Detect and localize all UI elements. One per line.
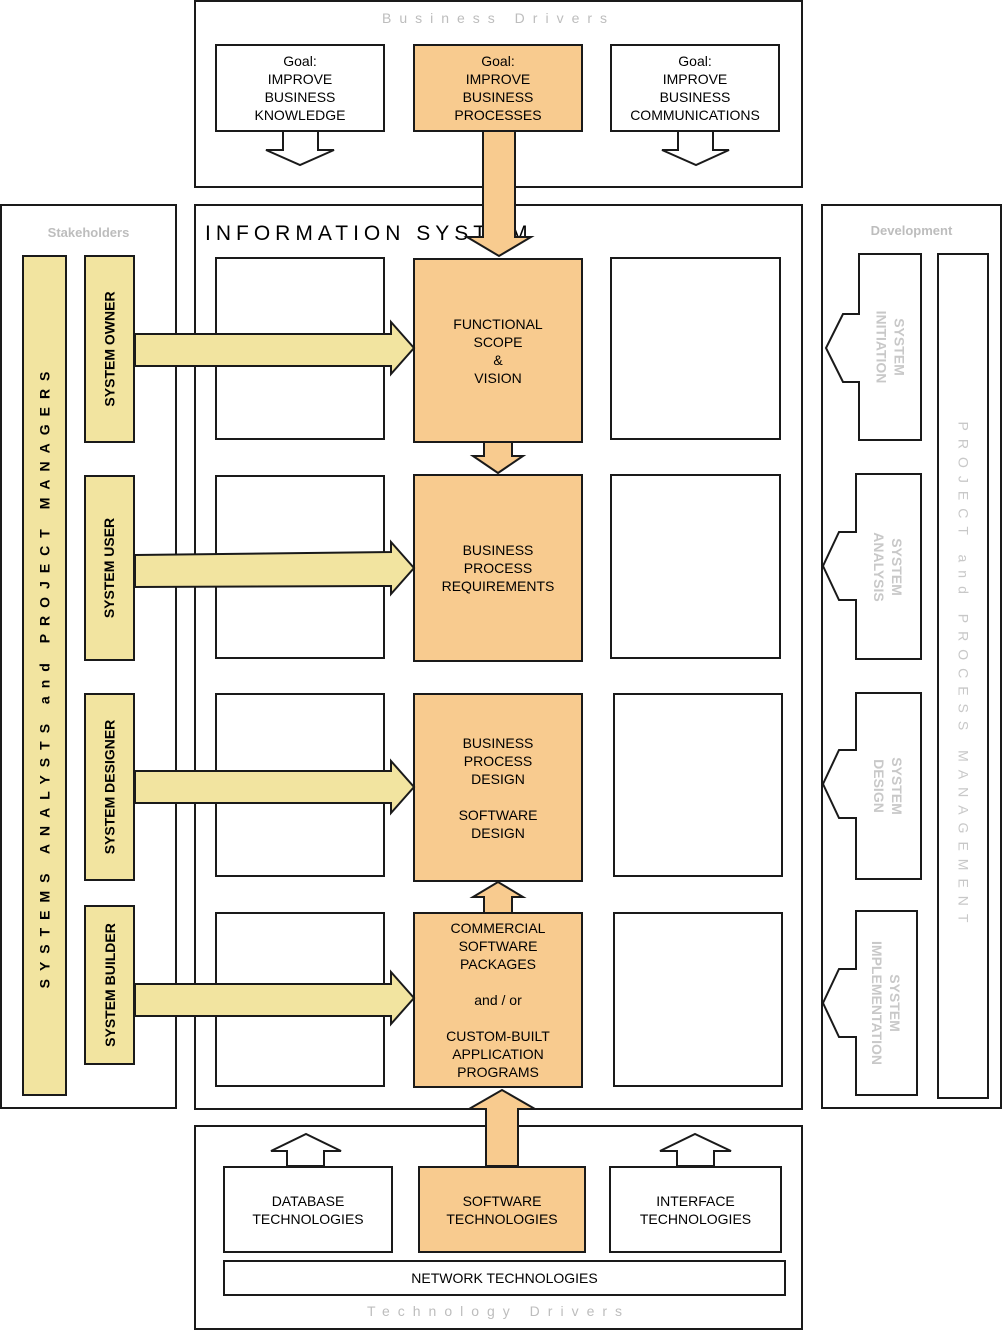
systems-analysts-bar <box>22 255 67 1096</box>
software-packages-programs: COMMERCIAL SOFTWARE PACKAGES and / or CU… <box>413 912 583 1088</box>
role-system-user-label: SYSTEM USER <box>101 517 118 619</box>
goal-business-communications: Goal: IMPROVE BUSINESS COMMUNICATIONS <box>610 44 780 132</box>
knowledge-cell-3 <box>215 693 385 877</box>
knowledge-cell-4 <box>215 912 385 1087</box>
role-system-owner-label: SYSTEM OWNER <box>101 291 118 407</box>
development-title: Development <box>870 223 953 238</box>
role-system-builder-label: SYSTEM BUILDER <box>101 923 118 1047</box>
role-system-user <box>84 475 135 661</box>
interface-technologies: INTERFACE TECHNOLOGIES <box>609 1166 782 1253</box>
communications-cell-3 <box>613 693 783 877</box>
software-technologies: SOFTWARE TECHNOLOGIES <box>418 1166 586 1253</box>
business-process-requirements: BUSINESS PROCESS REQUIREMENTS <box>413 474 583 662</box>
phase-system-analysis-text: SYSTEM ANALYSIS <box>871 531 906 602</box>
project-process-management-label: PROJECT and PROCESS MANAGEMENT <box>955 421 972 931</box>
database-technologies: DATABASE TECHNOLOGIES <box>223 1166 393 1253</box>
knowledge-cell-1 <box>215 257 385 440</box>
business-process-software-design: BUSINESS PROCESS DESIGN SOFTWARE DESIGN <box>413 693 583 882</box>
project-process-management-bar <box>937 253 989 1099</box>
stakeholders-title: Stakeholders <box>47 225 130 240</box>
phase-system-design-text: SYSTEM DESIGN <box>870 757 905 815</box>
knowledge-cell-2 <box>215 475 385 659</box>
communications-cell-4 <box>613 912 783 1087</box>
goal-business-processes: Goal: IMPROVE BUSINESS PROCESSES <box>413 44 583 132</box>
phase-system-initiation-text: SYSTEM INITIATION <box>873 310 907 384</box>
goal-business-knowledge: Goal: IMPROVE BUSINESS KNOWLEDGE <box>215 44 385 132</box>
communications-cell-2 <box>610 474 781 659</box>
phase-system-implementation-text: SYSTEM IMPLEMENTATION <box>869 941 904 1065</box>
functional-scope-vision: FUNCTIONAL SCOPE & VISION <box>413 258 583 443</box>
information-system-title: INFORMATION SYSTEM <box>205 222 533 245</box>
business-drivers-title: Business Drivers <box>381 10 616 26</box>
systems-analysts-label: SYSTEMS ANALYSTS and PROJECT MANAGERS <box>36 363 53 988</box>
role-system-designer-label: SYSTEM DESIGNER <box>101 719 118 855</box>
communications-cell-1 <box>610 257 781 440</box>
network-technologies: NETWORK TECHNOLOGIES <box>223 1260 786 1296</box>
technology-drivers-title: Technology Drivers <box>366 1303 631 1319</box>
